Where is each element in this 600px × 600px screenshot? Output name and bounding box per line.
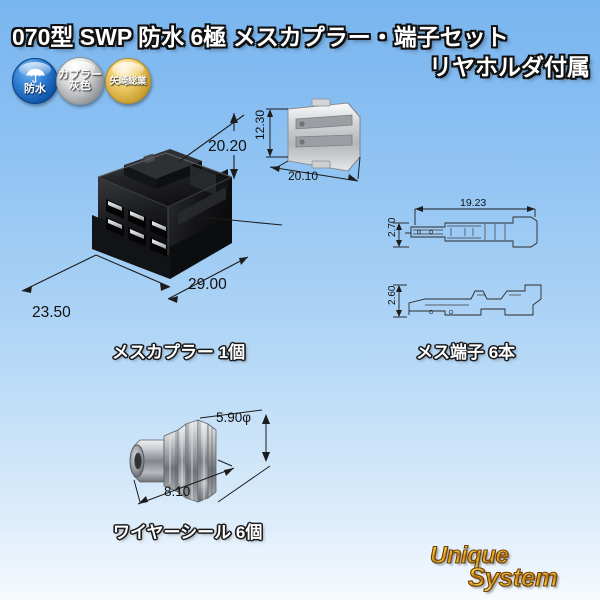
rear-holder-drawing: 12.30 20.10 xyxy=(253,98,361,183)
badge-manufacturer: 矢崎総業 xyxy=(105,58,151,104)
badge-coupler-color-label-bottom: 灰色 xyxy=(69,80,91,92)
wire-seal-drawing: 5.90φ 8.10 xyxy=(129,409,271,505)
dim-12-30: 12.30 xyxy=(253,110,267,140)
title-line-2: リヤホルダ付属 xyxy=(429,54,590,80)
badge-coupler-color: カプラー 灰色 xyxy=(56,57,104,105)
dim-5-90-phi: 5.90φ xyxy=(216,410,251,425)
badge-coupler-color-label-top: カプラー xyxy=(58,69,102,81)
dim-20-20: 20.20 xyxy=(208,138,247,155)
dim-23-50: 23.50 xyxy=(32,304,71,321)
logo-line-unique: Unique xyxy=(429,541,509,569)
dim-19-23: 19.23 xyxy=(460,197,486,209)
logo-line-system: System xyxy=(467,561,558,592)
dim-20-10: 20.10 xyxy=(288,169,318,183)
badge-waterproof-label: 防水 xyxy=(24,82,46,95)
dim-2-70: 2.70 xyxy=(387,217,398,237)
dim-2-60: 2.60 xyxy=(387,285,398,305)
badge-group: 防水 カプラー 灰色 矢崎総業 xyxy=(12,57,151,105)
title-line-1: 070型 SWP 防水 6極 メスカプラー・端子セット xyxy=(12,24,509,50)
badge-waterproof: 防水 xyxy=(12,58,58,104)
umbrella-icon xyxy=(25,68,46,83)
brand-logo: Unique System xyxy=(428,540,596,596)
female-coupler-drawing: 23.50 29.00 20.20 xyxy=(21,113,283,321)
dim-29-00: 29.00 xyxy=(188,276,227,293)
dim-8-10: 8.10 xyxy=(164,484,190,499)
caption-female-coupler: メスカプラー 1個 xyxy=(112,343,246,362)
caption-wire-seal: ワイヤーシール 6個 xyxy=(113,523,263,542)
page-title: 070型 SWP 防水 6極 メスカプラー・端子セット リヤホルダ付属 xyxy=(0,22,600,82)
badge-manufacturer-label: 矢崎総業 xyxy=(109,75,147,87)
female-terminal-drawing: 19.23 2.70 2.60 xyxy=(387,197,542,318)
caption-female-terminal: メス端子 6本 xyxy=(416,343,516,362)
